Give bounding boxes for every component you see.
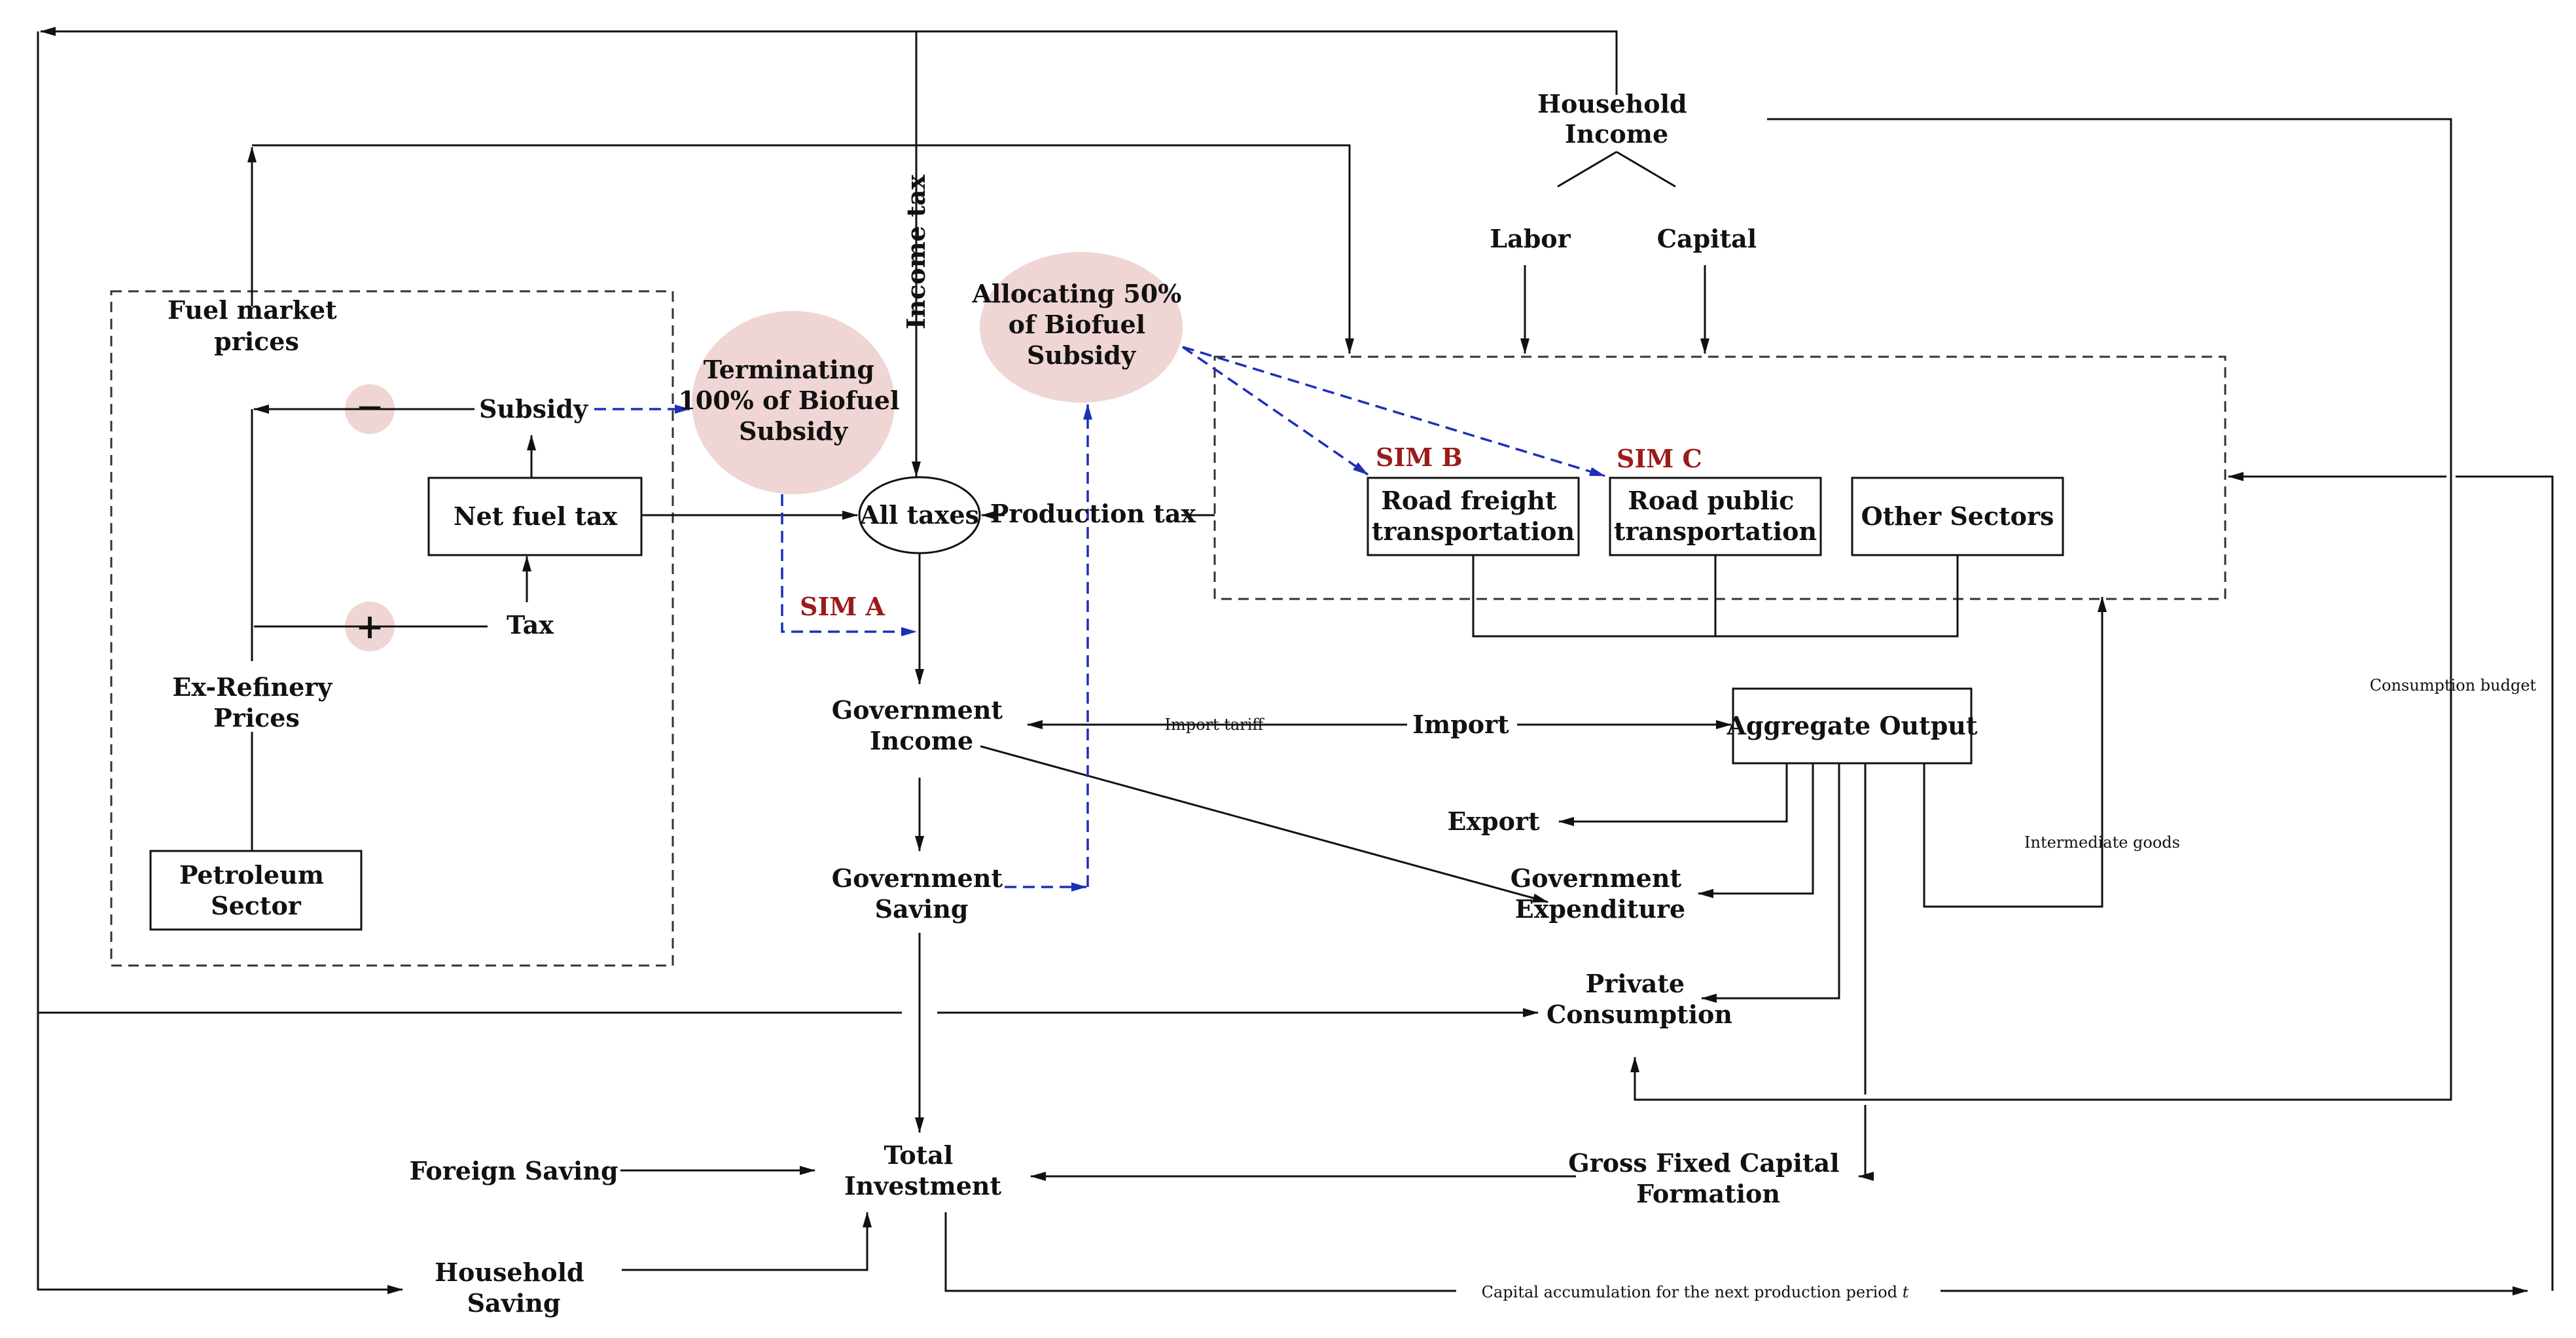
net-fuel-tax-box [427, 477, 643, 556]
labor-label: Labor [1490, 224, 1571, 253]
net-fuel-tax-label: Net fuel tax [454, 501, 618, 531]
plus-sign: + [355, 607, 384, 647]
road-freight-label: Road freight transportation [1372, 486, 1575, 546]
sim-c-arrow [1182, 346, 1605, 477]
foreign-saving-label: Foreign Saving [409, 1156, 618, 1185]
household-income-label: Household Income [1537, 89, 1696, 149]
sim-a-arrow [781, 494, 917, 636]
export-label: Export [1447, 806, 1540, 836]
aggregate-output-box [1732, 687, 1973, 765]
ex-refinery-prices-label: Ex-Refinery Prices [172, 672, 340, 732]
government-expenditure-label: Government Expenditure [1511, 863, 1690, 924]
aggregate-output-label: Aggregate Output [1726, 711, 1977, 740]
capital-accumulation-label: Capital accumulation for the next produc… [1482, 1283, 1909, 1301]
sim-c-label: SIM C [1617, 444, 1702, 473]
tax-label: Tax [507, 610, 554, 640]
sim-b-arrow [1182, 346, 1368, 476]
import-label: Import [1412, 710, 1509, 739]
government-income-label: Government Income [832, 695, 1012, 755]
road-public-box [1609, 477, 1822, 556]
income-tax-label: Income tax [901, 174, 931, 329]
sectors-group-box [1213, 355, 2227, 600]
fuel-market-prices-label: Fuel market prices [168, 295, 346, 356]
petroleum-sector-label: Petroleum Sector [179, 860, 332, 920]
capital-label: Capital [1657, 224, 1757, 253]
road-public-label: Road public transportation [1614, 486, 1817, 546]
import-tariff-label: Import tariff [1165, 715, 1265, 734]
sim-b-label: SIM B [1376, 443, 1463, 472]
allocating-subsidy-circle [980, 252, 1183, 403]
total-investment-label: Total Investment [844, 1140, 1002, 1201]
private-consumption-label: Private Consumption [1547, 969, 1732, 1029]
sim-a-label: SIM A [800, 592, 885, 621]
household-saving-label: Household Saving [435, 1257, 593, 1318]
intermediate-goods-label: Intermediate goods [2024, 833, 2180, 852]
allocating-subsidy-label: Allocating 50% of Biofuel Subsidy [971, 279, 1190, 370]
terminating-subsidy-circle [692, 311, 895, 494]
subsidy-label: Subsidy [479, 394, 588, 424]
production-tax-label: Production tax [990, 499, 1196, 528]
government-saving-label: Government Saving [832, 863, 1012, 924]
fuel-price-group-box [110, 290, 674, 967]
terminating-subsidy-label: Terminating 100% of Biofuel Subsidy [678, 355, 908, 446]
gross-fixed-capital-label: Gross Fixed Capital Formation [1568, 1148, 1848, 1208]
consumption-budget-label: Consumption budget [2370, 676, 2537, 695]
other-sectors-label: Other Sectors [1861, 501, 2054, 531]
all-taxes-label: All taxes [859, 500, 979, 530]
minus-sign: − [355, 388, 384, 427]
petroleum-sector-box [149, 850, 363, 931]
